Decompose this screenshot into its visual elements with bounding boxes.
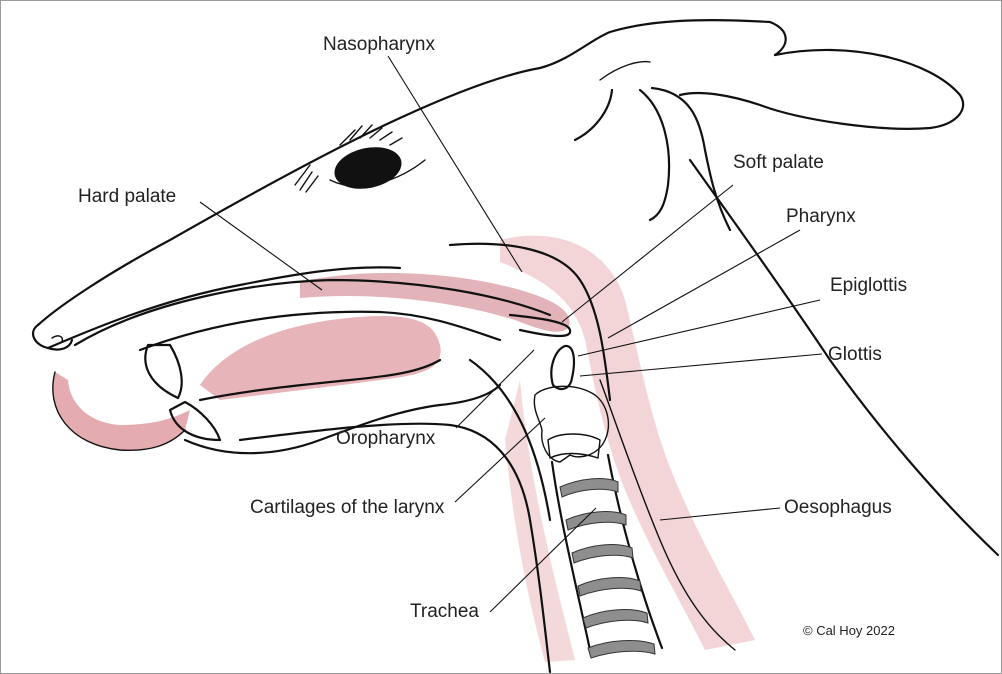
label-epiglottis: Epiglottis bbox=[830, 275, 907, 296]
label-glottis: Glottis bbox=[828, 344, 882, 365]
epiglottis-leader bbox=[577, 299, 821, 357]
mouth-structures bbox=[52, 278, 572, 455]
tongue-body bbox=[200, 316, 441, 400]
nostril bbox=[51, 335, 64, 343]
ear-crease bbox=[573, 88, 614, 142]
head-outline bbox=[31, 19, 1000, 674]
cartilages-leader bbox=[454, 417, 546, 503]
nasopharynx-leader bbox=[387, 55, 523, 273]
lower-palate-edge bbox=[138, 310, 502, 352]
label-oropharynx: Oropharynx bbox=[336, 428, 436, 449]
label-soft-palate: Soft palate bbox=[733, 152, 824, 173]
trachea-wall-left bbox=[550, 460, 592, 652]
oropharynx-leader bbox=[455, 349, 535, 429]
soft-palate-leader bbox=[561, 184, 734, 323]
epiglottis-structure bbox=[550, 344, 576, 391]
labels: Nasopharynx Hard palate Soft palate Phar… bbox=[78, 34, 907, 638]
tongue-tip bbox=[52, 372, 190, 451]
ear-inner-fold bbox=[650, 86, 732, 232]
tracheal-ring bbox=[582, 609, 649, 629]
oesophagus-leader bbox=[659, 507, 781, 521]
ear-outline bbox=[678, 48, 965, 130]
tracheal-ring bbox=[577, 577, 642, 597]
tracheal-ring bbox=[587, 640, 656, 659]
tracheal-rings bbox=[559, 478, 656, 659]
copyright-notice: © Cal Hoy 2022 bbox=[803, 623, 895, 638]
laryngeal-cartilage-block bbox=[533, 385, 610, 463]
larynx-and-trachea bbox=[533, 344, 736, 659]
label-trachea: Trachea bbox=[410, 601, 479, 622]
oesophagus-wall bbox=[599, 379, 736, 651]
inner-neck-line bbox=[468, 358, 552, 522]
pharyngeal-wall bbox=[448, 242, 612, 402]
brow-hatching bbox=[294, 124, 403, 193]
label-cartilages-of-larynx: Cartilages of the larynx bbox=[250, 497, 445, 518]
neck-tissue-band bbox=[505, 380, 575, 662]
tracheal-ring bbox=[571, 544, 634, 564]
neck-back-outline bbox=[688, 158, 1000, 557]
tracheal-ring bbox=[559, 478, 619, 498]
throat-outline bbox=[238, 422, 552, 674]
pharynx-leader bbox=[607, 229, 801, 339]
head-top-outline bbox=[36, 19, 787, 327]
hard-palate-line bbox=[73, 278, 552, 347]
soft-palate-outline bbox=[508, 313, 572, 338]
eye bbox=[334, 147, 402, 189]
ear-inner-fold-3 bbox=[599, 60, 651, 81]
trachea-leader bbox=[489, 507, 597, 613]
lower-canine-tooth bbox=[168, 400, 222, 442]
glottis-leader bbox=[579, 353, 823, 377]
cricoid-cartilage bbox=[547, 433, 601, 459]
hard-palate-leader bbox=[199, 201, 323, 291]
hard-palate-strip bbox=[300, 272, 570, 332]
leader-lines bbox=[199, 55, 823, 613]
upper-lip-outline bbox=[46, 266, 402, 350]
eye-lid-line bbox=[329, 159, 426, 187]
oesophagus-tissue bbox=[500, 235, 755, 650]
jaw-inner-line bbox=[198, 358, 442, 402]
label-pharynx: Pharynx bbox=[786, 206, 856, 227]
tongue-outline bbox=[52, 371, 186, 452]
label-nasopharynx: Nasopharynx bbox=[323, 34, 435, 55]
pink-tissue-washes bbox=[52, 235, 755, 662]
label-hard-palate: Hard palate bbox=[78, 186, 176, 207]
upper-canine-tooth bbox=[144, 343, 183, 400]
label-oesophagus: Oesophagus bbox=[784, 497, 892, 518]
ear-inner-fold-2 bbox=[638, 88, 671, 222]
lower-jaw-outline bbox=[183, 383, 502, 455]
tracheal-ring bbox=[565, 511, 627, 531]
